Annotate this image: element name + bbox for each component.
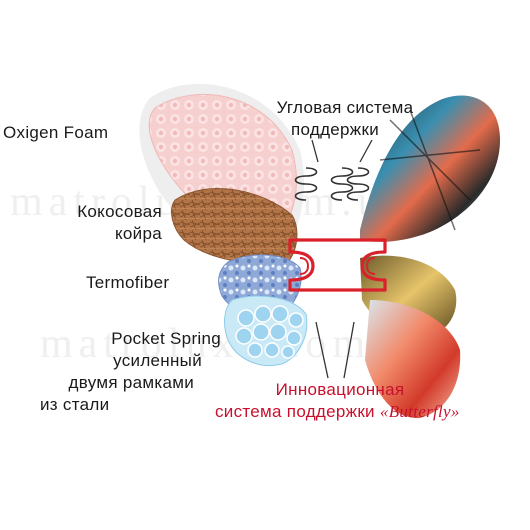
label-pocket-line1: Pocket Spring	[111, 329, 221, 348]
pocket-spring-cells	[235, 305, 304, 359]
label-pocket-line2: усиленный	[113, 351, 202, 370]
label-corner-line2: поддержки	[290, 120, 380, 139]
leader-lines	[311, 139, 373, 379]
label-butterfly-brand: «Butterfly»	[379, 402, 460, 421]
label-innovation-text: система поддержки	[215, 402, 375, 421]
label-pocket-line4: из стали	[40, 395, 110, 414]
label-coconut-line2: койра	[115, 224, 162, 243]
right-upper-wing	[360, 95, 500, 242]
butterfly-support-frame	[288, 238, 387, 292]
label-coconut-line1: Кокосовая	[77, 202, 162, 221]
corner-springs	[294, 167, 370, 201]
label-oxigen-foam: Oxigen Foam	[3, 123, 109, 142]
label-pocket-line3: двумя рамками	[68, 373, 194, 392]
label-corner-line1: Угловая система	[276, 98, 414, 117]
label-innovation-line1: Инновационная	[275, 380, 405, 399]
label-innovation-line2: система поддержки «Butterfly»	[215, 401, 460, 422]
right-lower-wing	[365, 300, 461, 419]
label-termofiber: Termofiber	[86, 273, 170, 292]
frame-center	[318, 246, 356, 286]
